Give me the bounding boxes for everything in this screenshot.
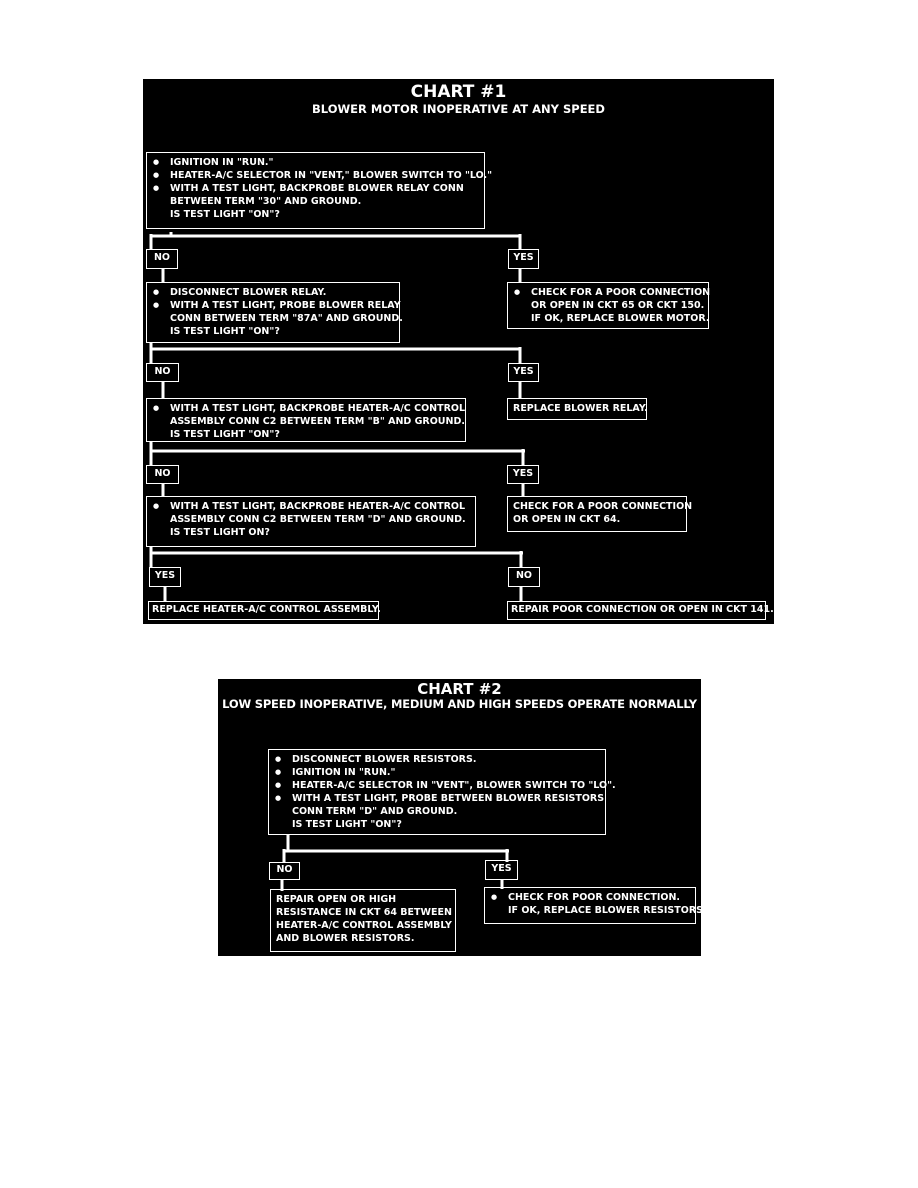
chart-2-step-1-item-4: WITH A TEST LIGHT, PROBE BETWEEN BLOWER … — [274, 792, 604, 805]
chart-2-step-1-item-1: DISCONNECT BLOWER RESISTORS. — [274, 753, 600, 766]
chart-2-result-1-line-1: REPAIR OPEN OR HIGH — [276, 894, 397, 905]
step-2-question: IS TEST LIGHT "ON"? — [170, 326, 280, 337]
step-1-item-1: IGNITION IN "RUN." — [152, 156, 479, 169]
chart-1-no-label-3: NO — [146, 465, 179, 484]
chart-1-title: CHART #1 — [410, 82, 507, 102]
step-3-cont-1: ASSEMBLY CONN C2 BETWEEN TERM "B" AND GR… — [170, 416, 465, 427]
step-1-cont-1: BETWEEN TERM "30" AND GROUND. — [170, 196, 362, 207]
chart-2-result-2-box: CHECK FOR POOR CONNECTION. IF OK, REPLAC… — [484, 887, 707, 924]
chart-1-yes-label-2: YES — [508, 363, 539, 382]
chart-1-yes-label-4: YES — [149, 567, 181, 587]
chart-1-no-label-2: NO — [146, 363, 179, 382]
result-1-cont-2: IF OK, REPLACE BLOWER MOTOR. — [531, 313, 710, 324]
chart-1-step-3-box: WITH A TEST LIGHT, BACKPROBE HEATER-A/C … — [146, 398, 466, 442]
chart-2-no-label: NO — [269, 862, 300, 880]
chart-1-subtitle: BLOWER MOTOR INOPERATIVE AT ANY SPEED — [312, 102, 605, 116]
step-4-question: IS TEST LIGHT ON? — [170, 527, 270, 538]
chart-1-flowchart: CHART #1 BLOWER MOTOR INOPERATIVE AT ANY… — [143, 79, 774, 624]
step-4-item-1: WITH A TEST LIGHT, BACKPROBE HEATER-A/C … — [152, 500, 470, 513]
chart-2-subtitle: LOW SPEED INOPERATIVE, MEDIUM AND HIGH S… — [222, 697, 697, 711]
step-2-item-1: DISCONNECT BLOWER RELAY. — [152, 286, 394, 299]
chart-2-step-1-item-2: IGNITION IN "RUN." — [274, 766, 600, 779]
step-3-question: IS TEST LIGHT "ON"? — [170, 429, 280, 440]
chart-1-result-2-box: REPLACE BLOWER RELAY. — [507, 398, 648, 420]
step-1-item-3: WITH A TEST LIGHT, BACKPROBE BLOWER RELA… — [152, 182, 479, 195]
chart-1-step-2-box: DISCONNECT BLOWER RELAY. WITH A TEST LIG… — [146, 282, 403, 343]
chart-2-yes-label: YES — [485, 860, 518, 880]
chart-2-step-1-cont-1: CONN TERM "D" AND GROUND. — [292, 806, 458, 817]
chart-2-result-2-item-1: CHECK FOR POOR CONNECTION. — [490, 891, 690, 904]
step-2-item-2: WITH A TEST LIGHT, PROBE BLOWER RELAY — [152, 299, 401, 312]
chart-1-connector-lines — [149, 232, 525, 602]
chart-1-step-1-box: IGNITION IN "RUN." HEATER-A/C SELECTOR I… — [146, 152, 492, 229]
chart-1-result-3-box: CHECK FOR A POOR CONNECTION OR OPEN IN C… — [507, 496, 693, 532]
chart-2-result-1-line-3: HEATER-A/C CONTROL ASSEMBLY — [276, 920, 452, 931]
step-2-cont-1: CONN BETWEEN TERM "87A" AND GROUND. — [170, 313, 403, 324]
chart-2-connector-lines — [280, 834, 509, 891]
step-3-item-1: WITH A TEST LIGHT, BACKPROBE HEATER-A/C … — [152, 402, 465, 415]
chart-1-no-label-1: NO — [146, 249, 178, 269]
chart-2-result-2-cont-1: IF OK, REPLACE BLOWER RESISTORS. — [508, 905, 707, 916]
step-4-cont-1: ASSEMBLY CONN C2 BETWEEN TERM "D" AND GR… — [170, 514, 466, 525]
chart-1-result-4-box: REPLACE HEATER-A/C CONTROL ASSEMBLY. — [148, 601, 381, 620]
chart-2-result-1-line-4: AND BLOWER RESISTORS. — [276, 933, 415, 944]
chart-1-yes-label-3: YES — [507, 465, 539, 484]
chart-1-no-label-4: NO — [508, 567, 540, 587]
result-3-line-2: OR OPEN IN CKT 64. — [513, 514, 621, 525]
chart-2-step-1-box: DISCONNECT BLOWER RESISTORS. IGNITION IN… — [268, 749, 616, 835]
chart-2-flowchart: CHART #2 LOW SPEED INOPERATIVE, MEDIUM A… — [218, 679, 707, 956]
step-1-item-2: HEATER-A/C SELECTOR IN "VENT," BLOWER SW… — [152, 169, 492, 182]
step-1-question: IS TEST LIGHT "ON"? — [170, 209, 280, 220]
chart-1-yes-label-1: YES — [508, 249, 539, 269]
chart-2-step-1-item-3: HEATER-A/C SELECTOR IN "VENT", BLOWER SW… — [274, 779, 616, 792]
chart-2-result-1-box: REPAIR OPEN OR HIGH RESISTANCE IN CKT 64… — [270, 889, 456, 952]
chart-1-result-1-box: CHECK FOR A POOR CONNECTION OR OPEN IN C… — [507, 282, 710, 329]
result-1-cont-1: OR OPEN IN CKT 65 OR CKT 150. — [531, 300, 705, 311]
chart-1-step-4-box: WITH A TEST LIGHT, BACKPROBE HEATER-A/C … — [146, 496, 476, 547]
chart-2-step-1-question: IS TEST LIGHT "ON"? — [292, 819, 402, 830]
chart-2-title: CHART #2 — [417, 680, 502, 698]
result-1-item-1: CHECK FOR A POOR CONNECTION — [513, 286, 710, 299]
result-3-line-1: CHECK FOR A POOR CONNECTION — [513, 501, 693, 512]
chart-1-result-5-box: REPAIR POOR CONNECTION OR OPEN IN CKT 14… — [507, 601, 774, 620]
chart-2-result-1-line-2: RESISTANCE IN CKT 64 BETWEEN — [276, 907, 452, 918]
